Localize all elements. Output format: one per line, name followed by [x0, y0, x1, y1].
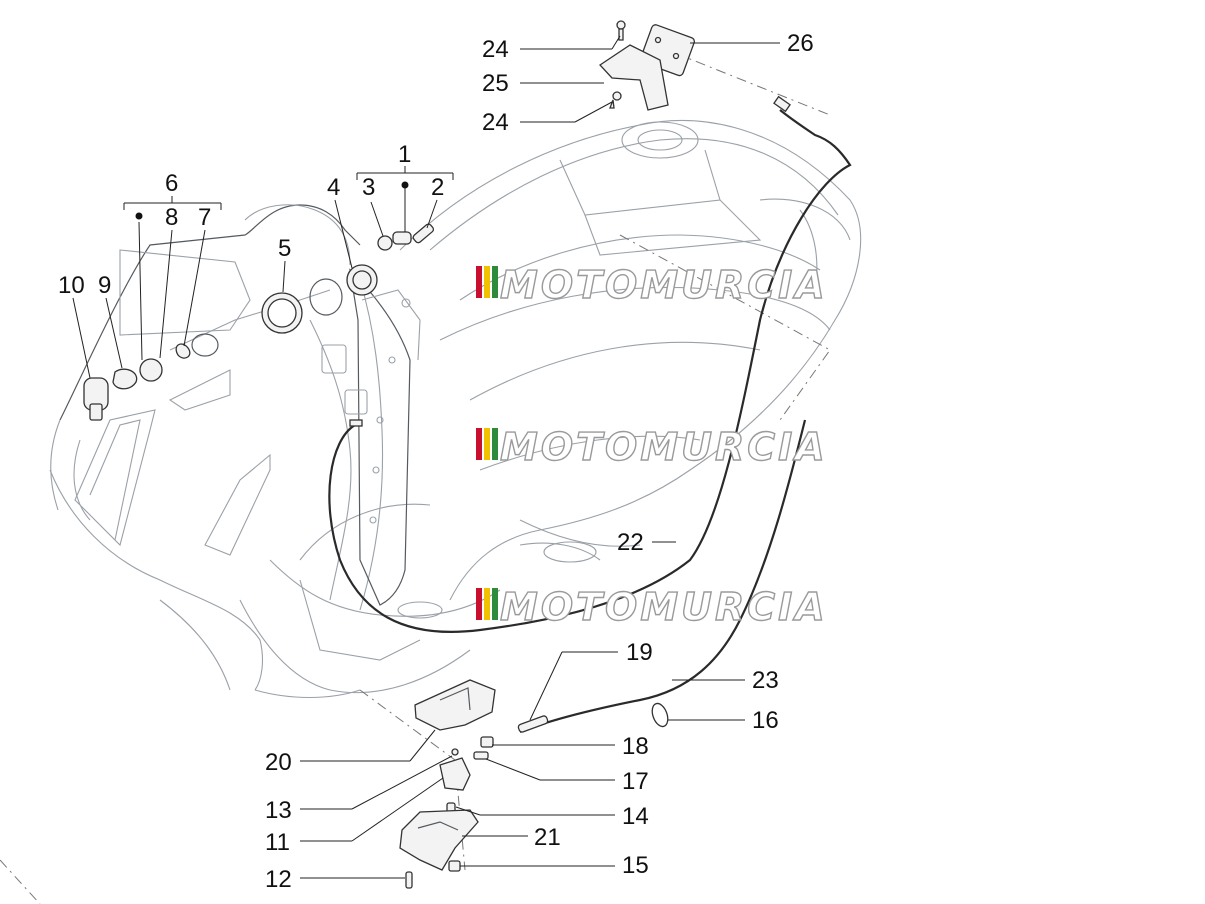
- part-label: 12: [265, 866, 292, 893]
- part-label: 11: [265, 829, 290, 856]
- watermark-text: MOTOMURCIA: [500, 425, 828, 469]
- watermark-top: MOTOMURCIA: [476, 262, 828, 308]
- watermark-middle: MOTOMURCIA: [476, 424, 828, 470]
- part-label: 15: [622, 852, 649, 879]
- part-label: 14: [622, 803, 649, 830]
- group-marker-dot: [135, 212, 143, 220]
- cable-terminal: [773, 95, 791, 113]
- watermark-bottom: MOTOMURCIA: [476, 584, 828, 630]
- parts: [83, 20, 695, 889]
- part-label: 19: [626, 639, 653, 666]
- watermark-flag-stripe: [484, 428, 490, 460]
- lock-seat: [309, 278, 343, 316]
- part-label: 4: [327, 174, 340, 201]
- part-label: 17: [622, 768, 649, 795]
- scooter-body-outline: [0, 44, 862, 904]
- part-label: 13: [265, 797, 292, 824]
- part-label: 21: [534, 824, 561, 851]
- part-label: 7: [198, 204, 211, 231]
- cable-terminal: [349, 419, 363, 427]
- part-label: 8: [165, 204, 178, 231]
- part-label: 5: [278, 235, 291, 262]
- watermark-text: MOTOMURCIA: [500, 585, 828, 629]
- part-label: 3: [362, 174, 375, 201]
- cable-23: [519, 419, 807, 734]
- watermark-flag-stripe: [492, 588, 498, 620]
- part-label: 26: [787, 30, 814, 57]
- screw-13: [451, 748, 459, 756]
- part-label: 24: [482, 109, 509, 136]
- ring-3: [377, 235, 393, 251]
- part-label: 25: [482, 70, 509, 97]
- cylinder-8: [139, 358, 163, 382]
- screw-12: [405, 871, 413, 889]
- watermark-flag-stripe: [476, 428, 482, 460]
- cables: [328, 95, 852, 734]
- key-2: [412, 223, 435, 244]
- watermark-flag-stripe: [476, 266, 482, 298]
- nut-15: [448, 860, 461, 872]
- spring-17: [473, 751, 489, 760]
- part-label: 18: [622, 733, 649, 760]
- part-labels: 24 25 24 26 1 2 3 4 5 6 8 7 9 10 22 19 2…: [58, 30, 814, 893]
- cover-20: [414, 679, 496, 731]
- watermark-flag-stripe: [484, 266, 490, 298]
- washer-9: [112, 368, 138, 390]
- clamp-16: [651, 702, 669, 728]
- part-label: 6: [165, 170, 178, 197]
- watermark-flag-stripe: [476, 588, 482, 620]
- part-label: 10: [58, 272, 85, 299]
- part-label: 2: [431, 174, 444, 201]
- cable-22: [328, 109, 852, 633]
- watermark-text: MOTOMURCIA: [500, 263, 828, 307]
- watermark-flag-stripe: [484, 588, 490, 620]
- latch-11: [439, 757, 471, 791]
- screw-24: [616, 20, 626, 30]
- bracket-25: [599, 44, 669, 111]
- clip-7: [175, 343, 191, 359]
- base-21: [399, 809, 479, 871]
- fitting-18: [480, 736, 494, 748]
- part-label: 9: [98, 272, 111, 299]
- part-label: 23: [752, 667, 779, 694]
- group-marker-dot: [401, 181, 409, 189]
- cylinder-1: [392, 231, 412, 245]
- watermark-flag-stripe: [492, 266, 498, 298]
- part-label: 16: [752, 707, 779, 734]
- part-label: 24: [482, 36, 509, 63]
- seat-7: [191, 333, 219, 357]
- part-label: 20: [265, 749, 292, 776]
- part-label: 1: [398, 141, 411, 168]
- leader-lines: [72, 35, 780, 879]
- part-label: 22: [617, 529, 644, 556]
- watermark-flag-stripe: [492, 428, 498, 460]
- screw-24: [612, 91, 622, 101]
- rod-19: [517, 715, 549, 733]
